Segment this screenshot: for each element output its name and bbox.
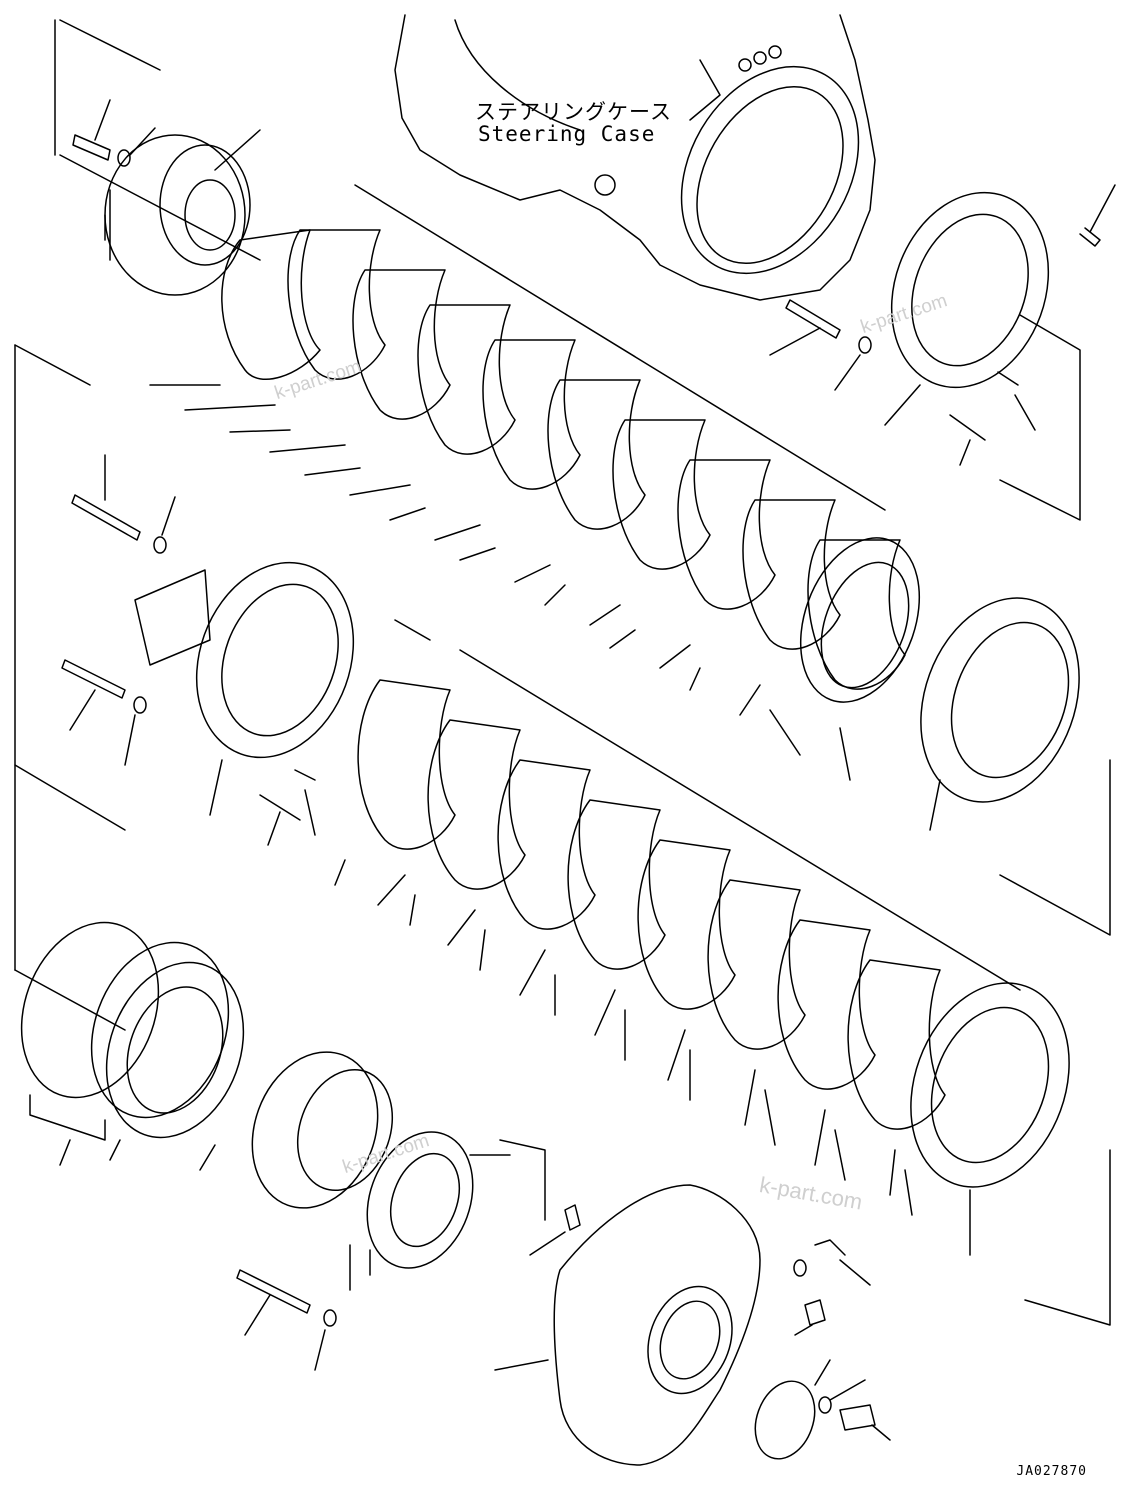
lower-housing — [494, 1184, 891, 1466]
steering-case-label-en: Steering Case — [478, 122, 656, 146]
leader-lines — [14, 19, 161, 1031]
planetary-carrier — [236, 1051, 546, 1371]
hub-drum-top — [59, 99, 261, 296]
middle-left-plate — [14, 344, 431, 971]
lower-left-discs — [20, 921, 245, 1171]
steering-case-outline — [394, 14, 876, 301]
upper-clutch-pack — [149, 184, 921, 781]
lower-clutch-pack — [334, 597, 1111, 1326]
drawing-number: JA027870 — [1016, 1464, 1087, 1479]
pressure-plate-right — [769, 184, 1116, 521]
steering-case-label-jp: ステアリングケース — [475, 100, 672, 124]
